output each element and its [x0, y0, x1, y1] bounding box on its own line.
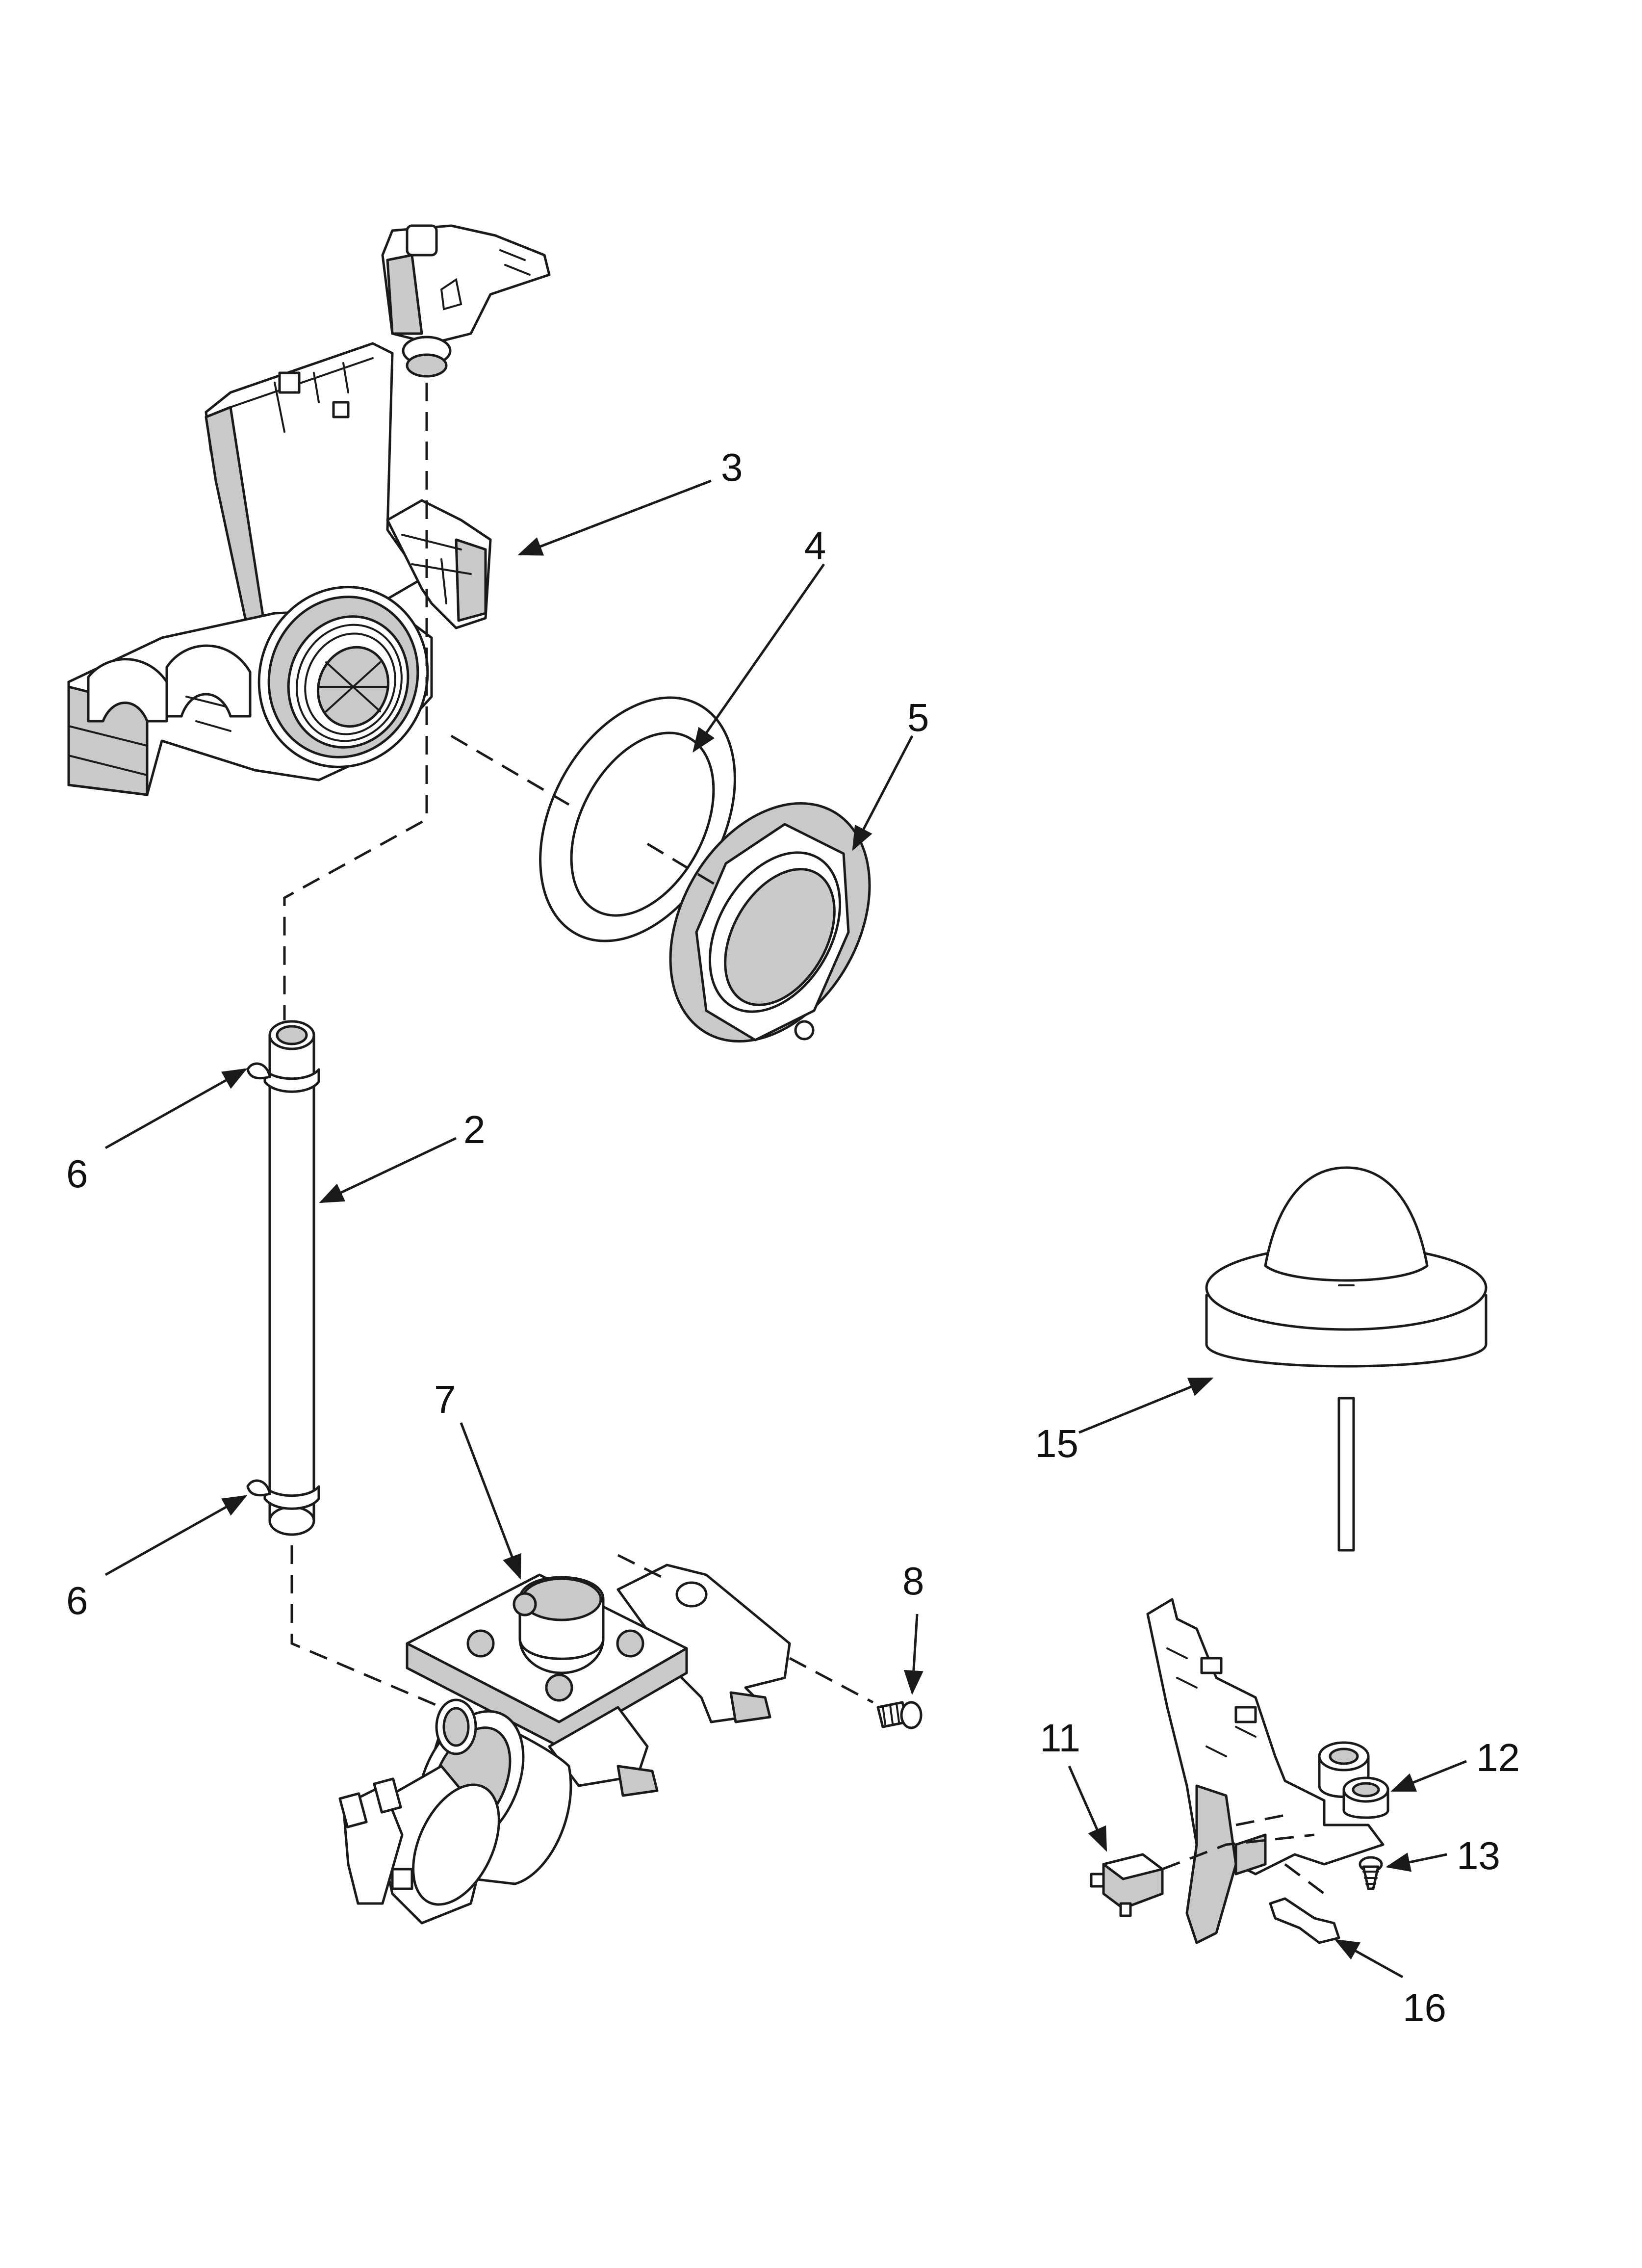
- part-13-screw: [1359, 1856, 1383, 1890]
- leader-13: [1385, 1852, 1447, 1872]
- leader-5: [852, 735, 914, 851]
- part-4-gasket: [539, 696, 736, 942]
- leader-12: [1390, 1760, 1467, 1792]
- assembly-lines: [283, 383, 1325, 1895]
- leader-6b: [104, 1495, 248, 1576]
- callout-8: 8: [902, 1559, 924, 1603]
- part-6-clamp-lower: [246, 1479, 320, 1510]
- part-15-float: [1205, 1166, 1488, 1552]
- part-8-screw: [876, 1701, 923, 1729]
- callout-5: 5: [907, 696, 929, 739]
- leader-8: [903, 1614, 924, 1695]
- part-12-grommet: [1318, 1741, 1389, 1819]
- callout-12: 12: [1476, 1736, 1520, 1779]
- callout-7: 7: [434, 1378, 456, 1421]
- leader-7: [460, 1422, 521, 1580]
- leader-16: [1334, 1939, 1404, 1979]
- callout-15: 15: [1035, 1422, 1078, 1465]
- leader-2: [319, 1137, 457, 1203]
- callout-2: 2: [463, 1108, 486, 1151]
- switch-bracket: [1146, 1598, 1385, 1944]
- callout-11: 11: [1040, 1716, 1080, 1760]
- callout-13: 13: [1457, 1834, 1500, 1877]
- leader-lines: [104, 479, 1467, 1979]
- part-16-lever: [1269, 1897, 1340, 1944]
- leader-3: [517, 479, 712, 556]
- part-2-hose: [268, 1020, 315, 1536]
- callout-3: 3: [721, 445, 743, 489]
- part-6-clamp-upper: [246, 1062, 320, 1093]
- part-11-switch: [1090, 1853, 1164, 1917]
- callout-6-upper: 6: [66, 1152, 88, 1196]
- part-3-housing: [67, 224, 551, 796]
- leader-15: [1078, 1377, 1214, 1434]
- part-5-nut: [669, 802, 871, 1043]
- leader-6a: [104, 1068, 248, 1149]
- leader-4: [693, 563, 825, 753]
- callouts: 3 4 5 2 6 6 7 8 15 11 12 13 16: [66, 445, 1520, 2030]
- leader-11: [1068, 1765, 1107, 1852]
- callout-6-lower: 6: [66, 1579, 88, 1622]
- part-7-valve: [338, 1564, 791, 1925]
- callout-16: 16: [1403, 1986, 1446, 2030]
- callout-4: 4: [804, 524, 826, 568]
